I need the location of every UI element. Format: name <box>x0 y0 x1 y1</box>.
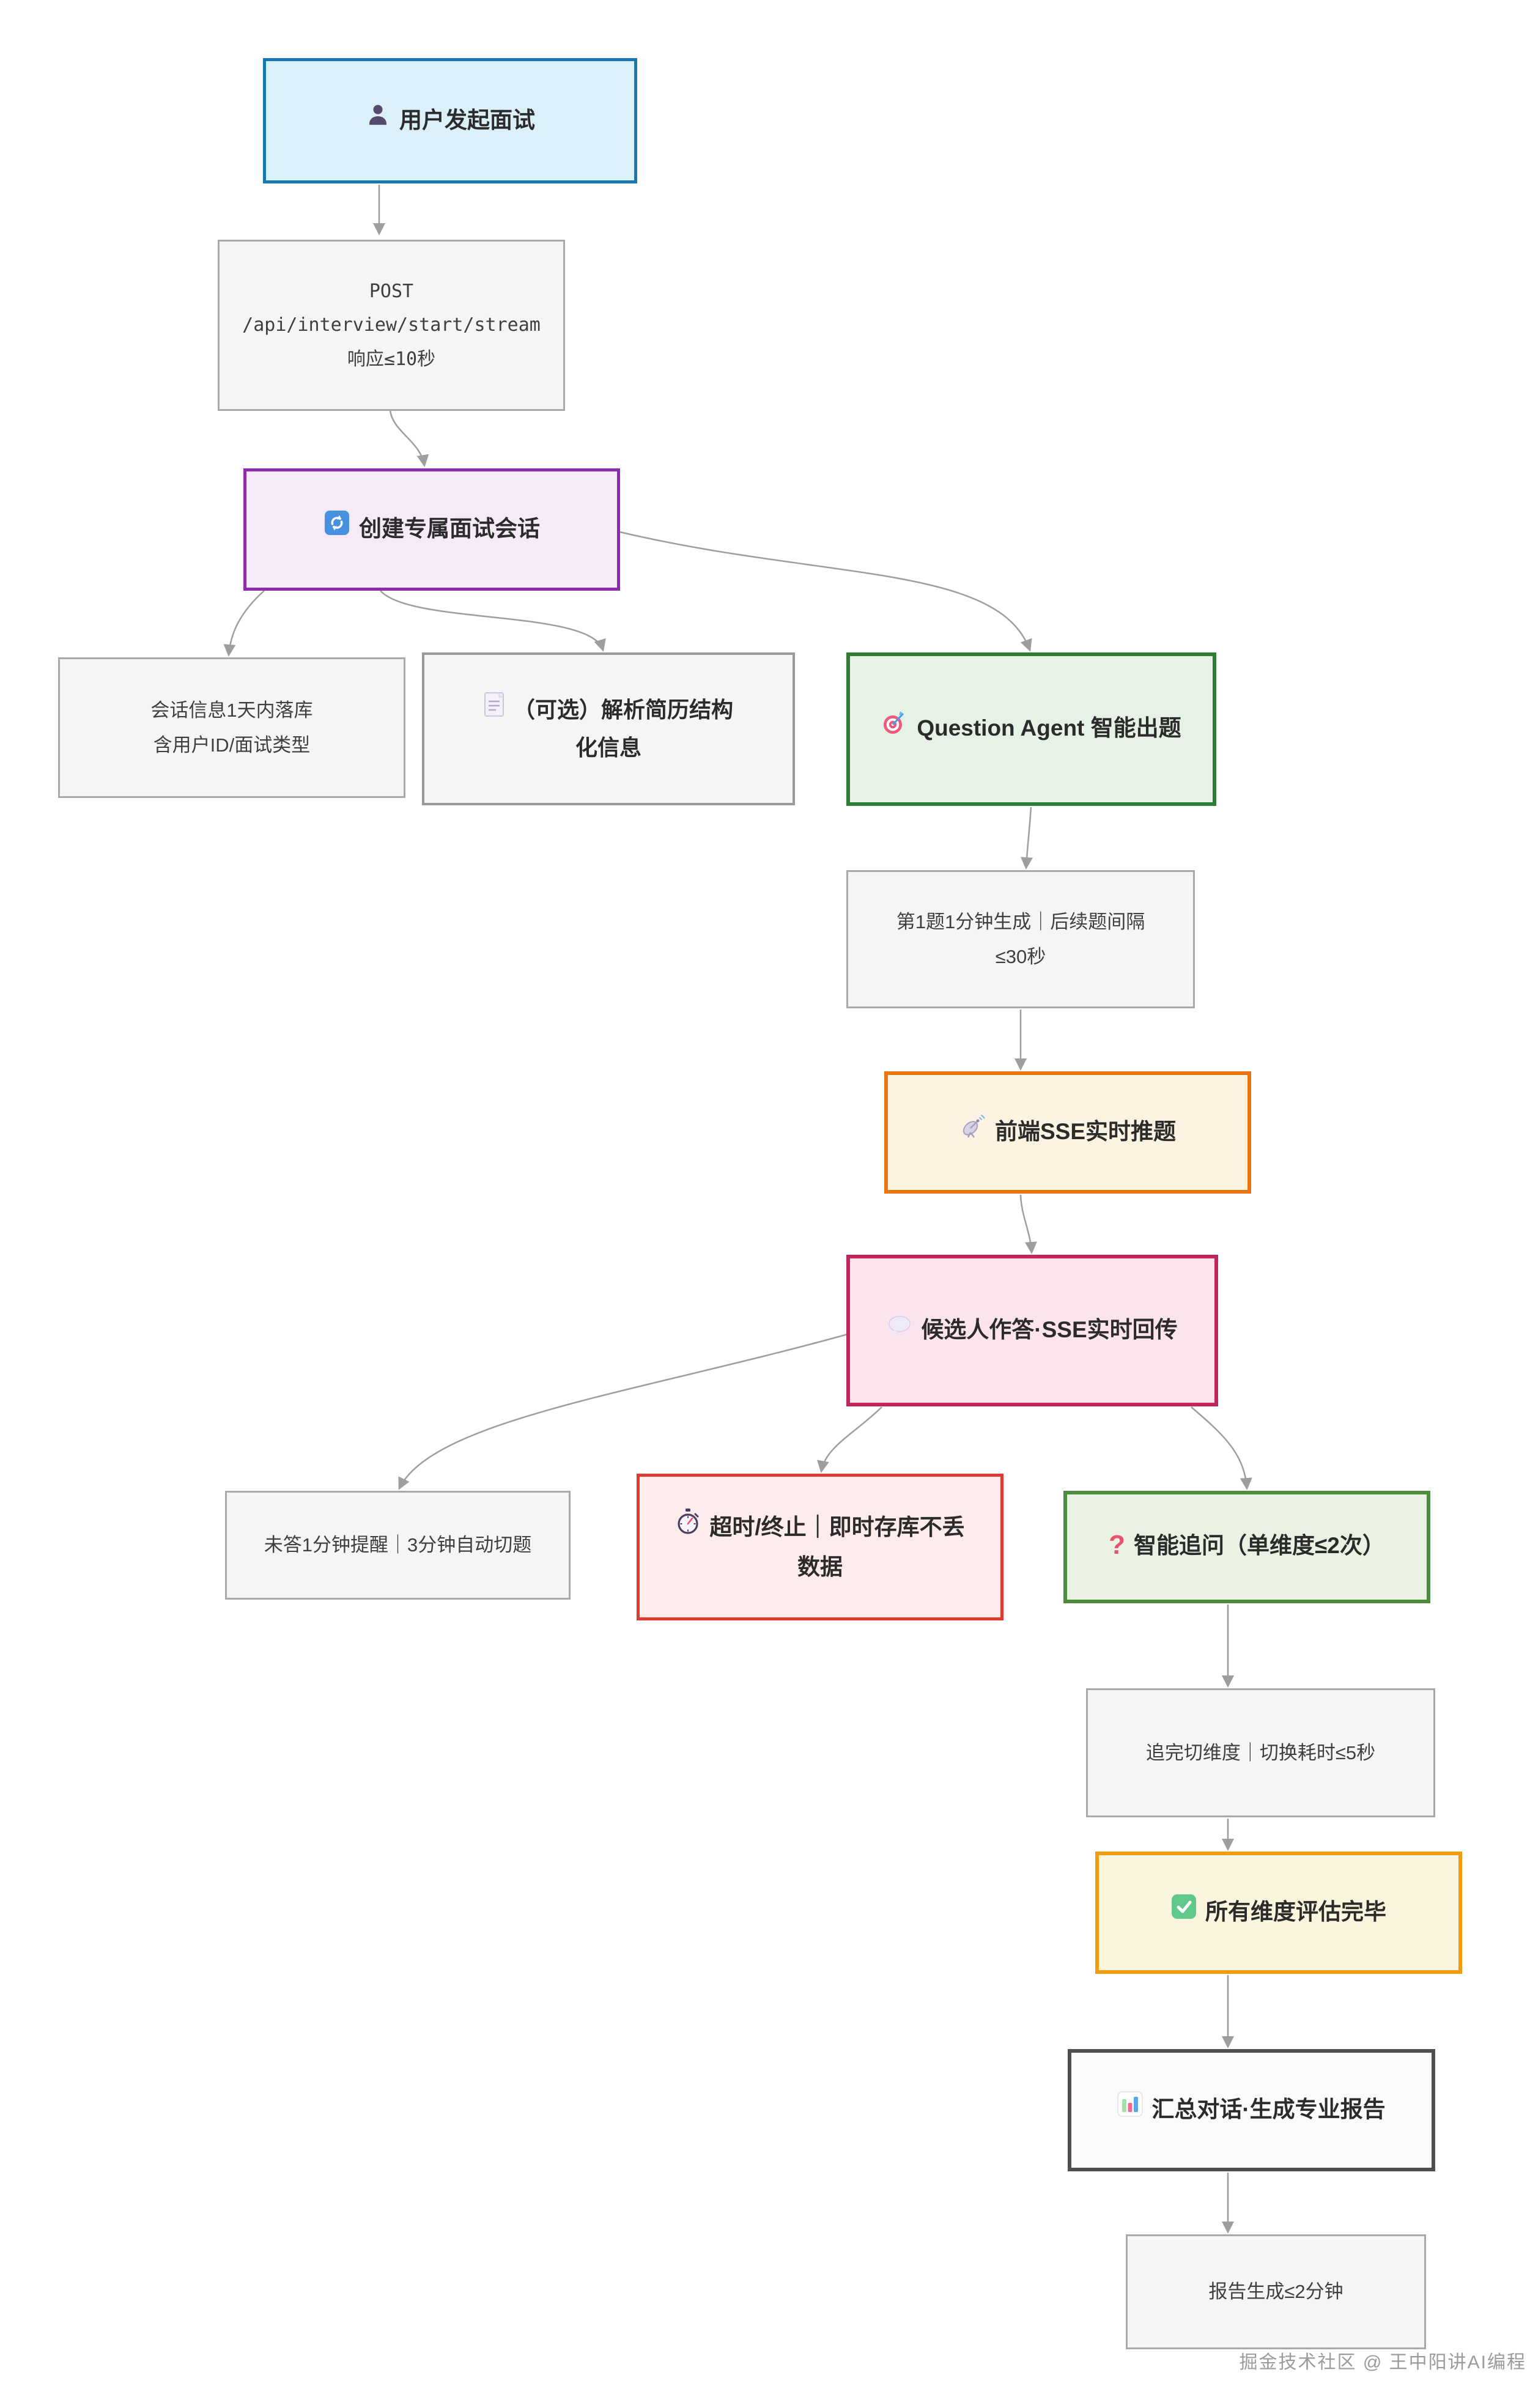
report-time-text: 报告生成≤2分钟 <box>1208 2281 1343 2303</box>
edge-session-resume <box>380 590 606 652</box>
post-method: POST <box>369 280 414 302</box>
node-post-api: POST /api/interview/start/stream 响应≤10秒 <box>218 240 565 411</box>
switch-text: 追完切维度｜切换耗时≤5秒 <box>1145 1741 1376 1764</box>
question-icon: ? <box>1109 1529 1125 1560</box>
edge-answer-timeout <box>817 1406 882 1473</box>
user-icon <box>365 101 391 138</box>
node-generate-report: 汇总对话·生成专业报告 <box>1068 2049 1435 2171</box>
node-unanswered-remind: 未答1分钟提醒｜3分钟自动切题 <box>225 1491 571 1600</box>
stopwatch-icon <box>675 1507 701 1546</box>
node-question-timing: 第1题1分钟生成｜后续题间隔≤30秒 <box>846 870 1195 1008</box>
node-label: 所有维度评估完毕 <box>1205 1899 1386 1925</box>
node-dimensions-done: 所有维度评估完毕 <box>1095 1852 1462 1974</box>
document-icon <box>484 692 504 728</box>
node-label: 用户发起面试 <box>399 107 535 133</box>
satellite-icon <box>959 1112 986 1150</box>
node-smart-followup: ? 智能追问（单维度≤2次） <box>1063 1491 1430 1603</box>
node-create-session: 创建专属面试会话 <box>243 468 620 591</box>
node-timeout-save: 超时/终止｜即时存库不丢数据 <box>637 1474 1003 1620</box>
node-label: 创建专属面试会话 <box>359 515 540 541</box>
node-label: 汇总对话·生成专业报告 <box>1151 2097 1386 2122</box>
node-resume-parse: （可选）解析简历结构化信息 <box>422 652 795 805</box>
persist-line2: 含用户ID/面试类型 <box>153 734 311 756</box>
persist-line1: 会话信息1天内落库 <box>150 699 313 721</box>
edge-agent-timing <box>1021 807 1033 870</box>
node-report-time: 报告生成≤2分钟 <box>1126 2234 1426 2349</box>
node-label: （可选）解析简历结构化信息 <box>512 697 733 761</box>
post-endpoint: /api/interview/start/stream <box>242 314 541 336</box>
edge-answer-followup <box>1191 1406 1252 1490</box>
speech-bubble-icon <box>887 1311 912 1348</box>
target-icon <box>881 709 908 747</box>
timing-text: 第1题1分钟生成｜后续题间隔≤30秒 <box>896 910 1145 967</box>
watermark: 掘金技术社区 @ 王中阳讲AI编程 <box>1239 2352 1526 2373</box>
edge-session-persist <box>223 590 265 657</box>
node-candidate-answer: 候选人作答·SSE实时回传 <box>846 1255 1218 1406</box>
node-label: Question Agent 智能出题 <box>917 715 1181 741</box>
post-sla: 响应≤10秒 <box>347 348 436 370</box>
node-label: 前端SSE实时推题 <box>994 1118 1177 1144</box>
remind-text: 未答1分钟提醒｜3分钟自动切题 <box>264 1534 532 1556</box>
edge-post-session <box>389 410 429 467</box>
node-label: 智能追问（单维度≤2次） <box>1134 1532 1385 1558</box>
bar-chart-icon <box>1117 2091 1144 2128</box>
edge-session-agent <box>609 528 1032 652</box>
node-user-start: 用户发起面试 <box>263 58 637 183</box>
edge-answer-remind <box>398 1333 848 1490</box>
refresh-icon <box>323 509 350 547</box>
node-sse-push: 前端SSE实时推题 <box>884 1071 1251 1194</box>
check-icon <box>1171 1893 1197 1930</box>
edge-sse-answer <box>1019 1194 1037 1254</box>
node-label: 超时/终止｜即时存库不丢数据 <box>709 1514 965 1580</box>
node-question-agent: Question Agent 智能出题 <box>846 652 1216 806</box>
node-label: 候选人作答·SSE实时回传 <box>921 1317 1178 1343</box>
node-switch-dimension: 追完切维度｜切换耗时≤5秒 <box>1086 1688 1435 1817</box>
node-session-persist: 会话信息1天内落库 含用户ID/面试类型 <box>58 657 405 798</box>
